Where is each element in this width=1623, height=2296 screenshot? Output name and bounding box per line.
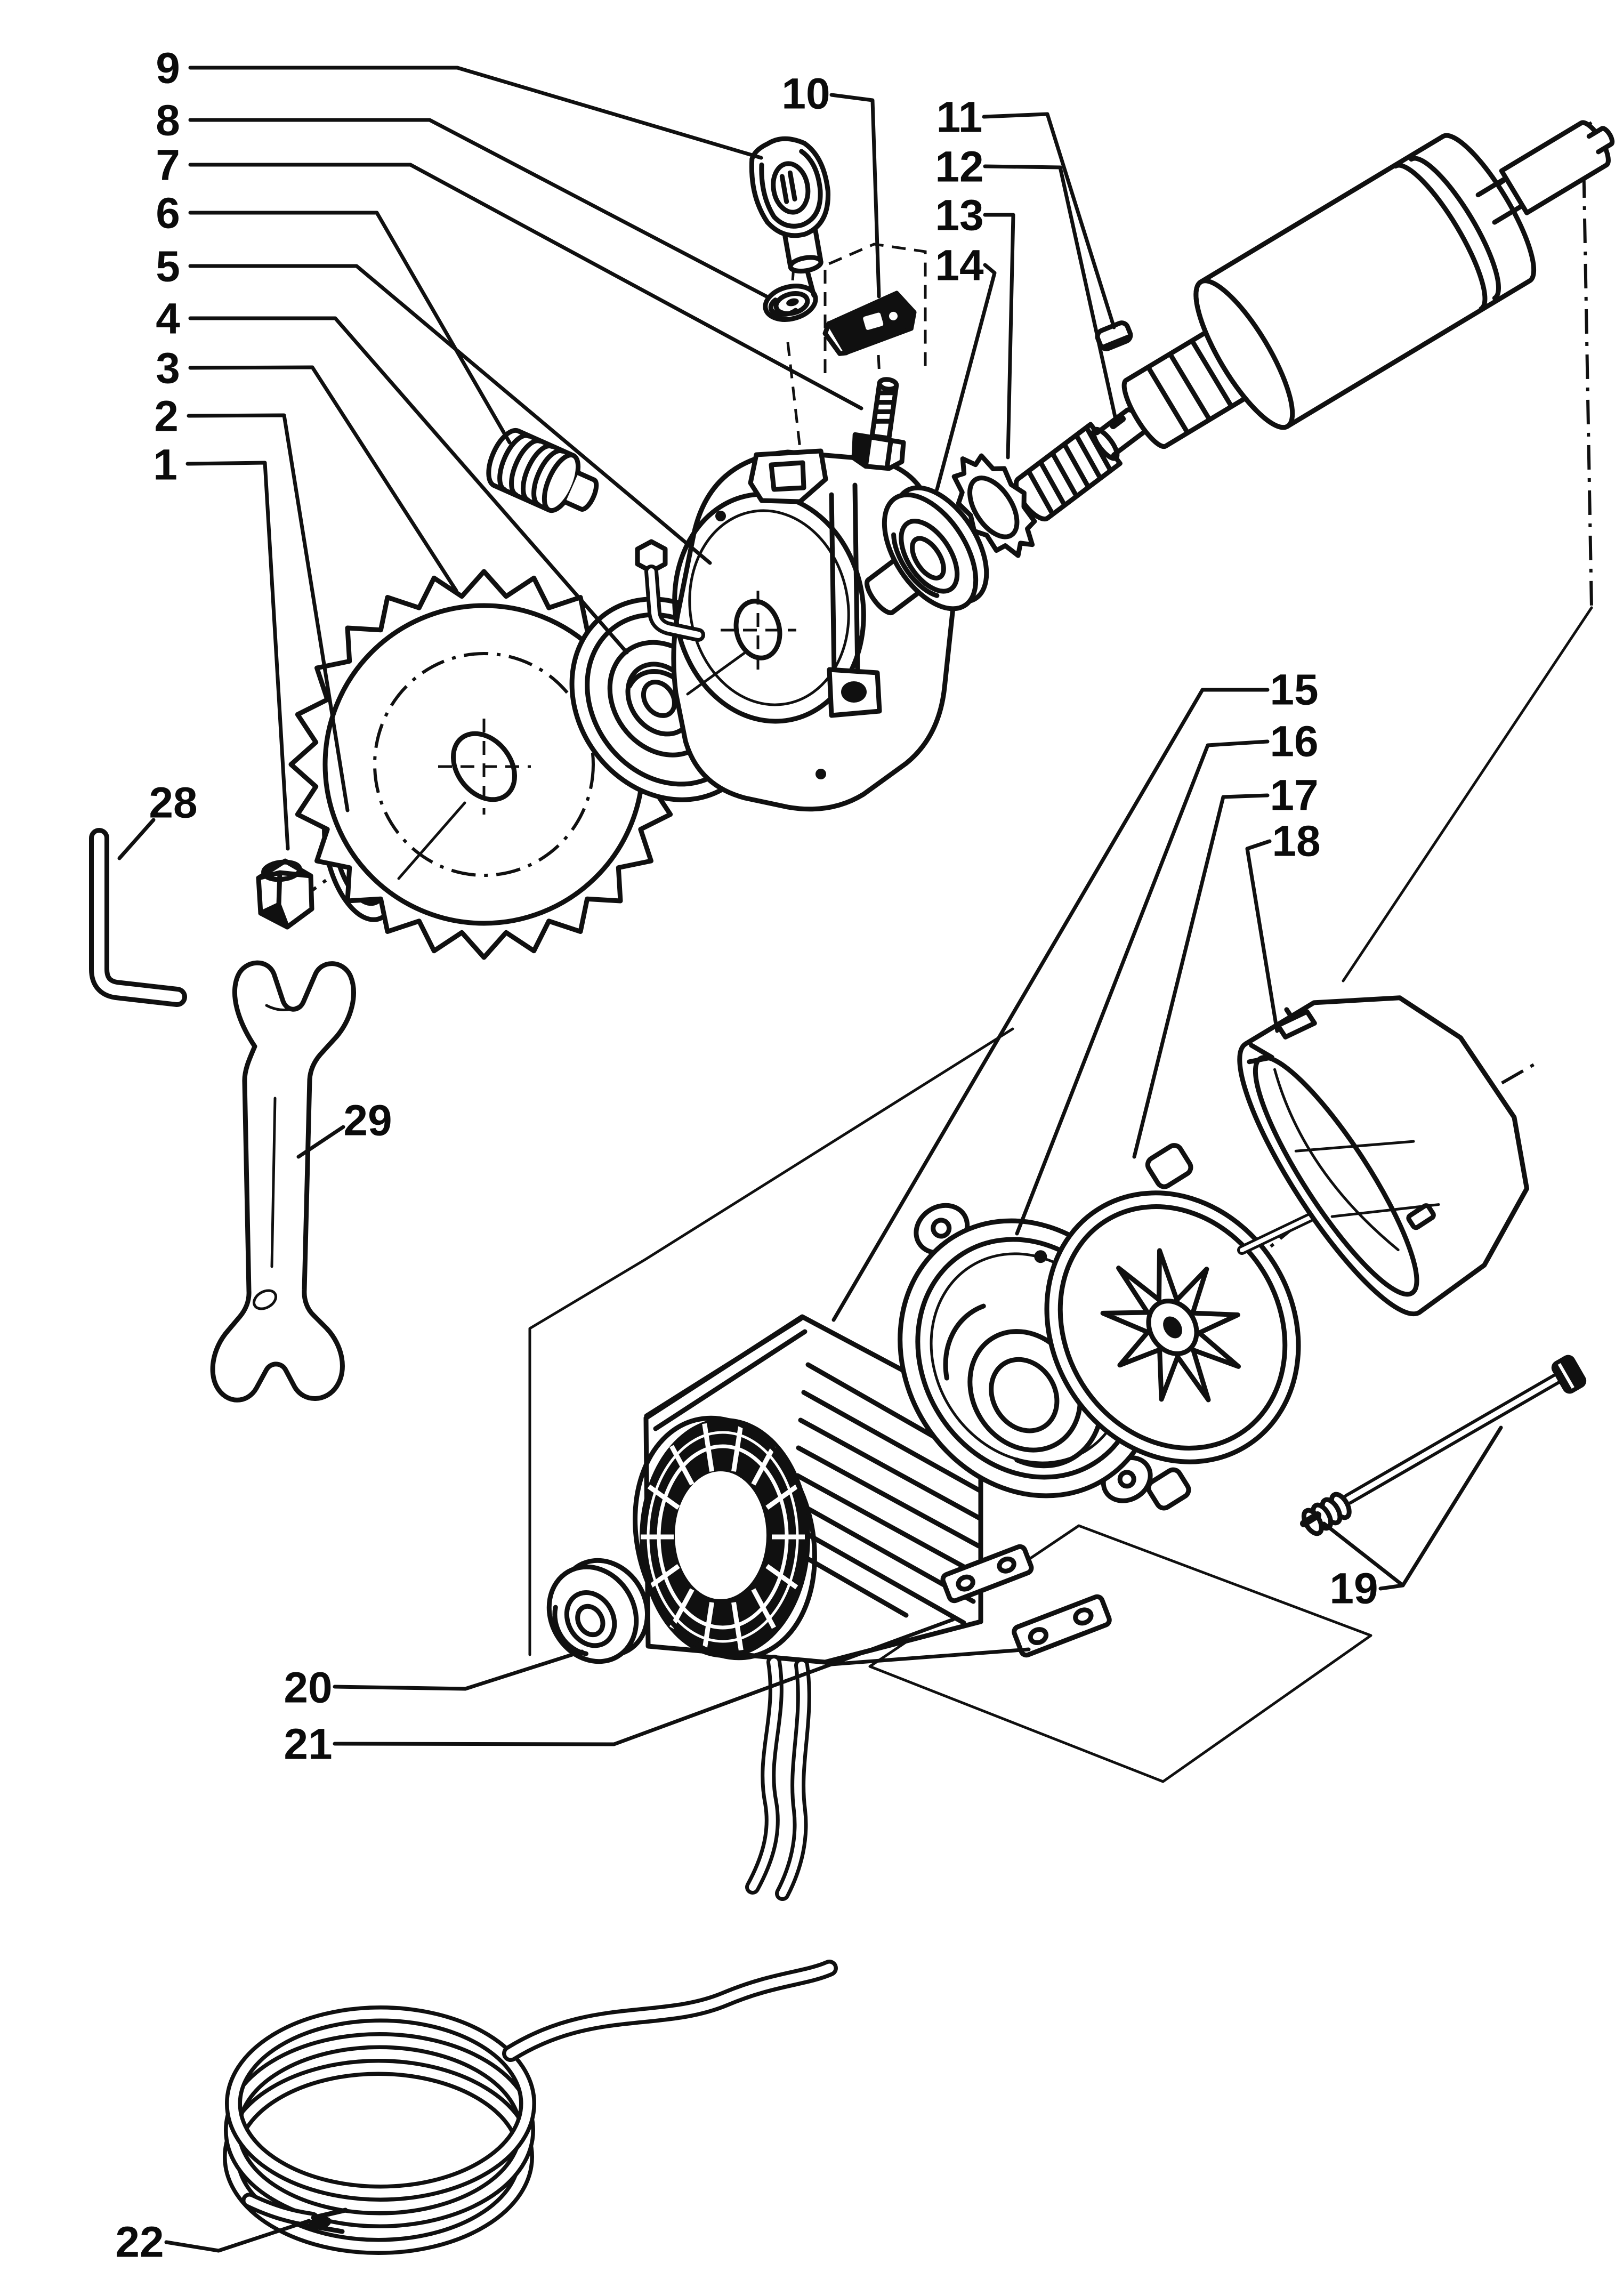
parts-layer [89, 120, 1615, 2255]
leader-spindle-lock-button [188, 66, 763, 160]
leader-power-cord [164, 2219, 311, 2253]
part-label-29: 29 [343, 1097, 392, 1145]
motor-housing-cap-drawing [1237, 995, 1530, 1317]
spindle-drawing [1013, 407, 1148, 521]
gear-housing-drawing [635, 448, 957, 812]
part-label-2: 2 [154, 392, 179, 441]
socket-screw-drawing [851, 377, 906, 471]
part-label-13: 13 [935, 191, 983, 240]
leader-brush-plates [333, 1617, 955, 1746]
leader-stator [831, 688, 1270, 1322]
leader-inner-blade-flange [187, 413, 350, 812]
leader-woodruff-key [982, 112, 1116, 329]
part-label-7: 7 [156, 141, 180, 190]
part-label-1: 1 [153, 441, 177, 489]
part-label-3: 3 [156, 344, 180, 393]
part-label-19: 19 [1329, 1565, 1378, 1613]
leader-lines [117, 66, 1503, 2253]
brush-plates-drawing [940, 1544, 1112, 1658]
threaded-plug-drawing [486, 428, 599, 513]
part-label-20: 20 [284, 1664, 332, 1712]
part-label-14: 14 [935, 241, 984, 290]
part-label-15: 15 [1270, 666, 1318, 714]
part-label-12: 12 [935, 143, 983, 191]
part-label-11: 11 [936, 93, 983, 142]
leader-open-end-wrench [296, 1125, 345, 1159]
part-label-28: 28 [149, 779, 197, 827]
leader-toothed-lock-washer [983, 213, 1015, 460]
leader-motor-bearing [333, 1649, 584, 1691]
leader-spindle-shaft [983, 164, 1118, 421]
leader-spindle-nut [185, 461, 290, 851]
ball-bearing-drawing [882, 485, 989, 611]
leader-threaded-plug [188, 211, 512, 445]
leader-slotted-washer [188, 118, 769, 299]
fan-drawing [1044, 1143, 1301, 1511]
spindle-lock-button-drawing [749, 136, 831, 298]
leader-fan [1132, 793, 1270, 1159]
motor-bearing-drawing [546, 1558, 650, 1664]
part-label-21: 21 [284, 1720, 332, 1769]
clamp-plate-drawing [822, 291, 917, 356]
leader-saw-blade [188, 365, 458, 593]
leader-bearing-plate [1015, 739, 1270, 1236]
leader-clamp-plate [829, 93, 881, 299]
open-end-wrench-drawing [210, 960, 356, 1403]
stator-drawing [633, 1314, 983, 1901]
leader-gear-housing [188, 264, 712, 565]
leader-hex-key [117, 818, 156, 860]
slotted-washer-drawing [763, 284, 818, 322]
spindle-nut-drawing [256, 858, 314, 930]
part-label-10: 10 [781, 70, 830, 118]
part-label-9: 9 [156, 44, 180, 93]
leader-outer-blade-flange [188, 316, 629, 655]
part-label-5: 5 [156, 243, 180, 291]
part-label-22: 22 [115, 2218, 164, 2267]
leader-brush-plates [829, 1647, 1031, 1666]
part-label-8: 8 [156, 96, 180, 145]
leader-ball-bearing [935, 263, 997, 492]
part-label-6: 6 [156, 189, 180, 238]
hex-key-drawing [89, 828, 187, 1007]
armature-drawing [1121, 120, 1615, 449]
leader-motor-housing-cap [1245, 839, 1279, 1033]
through-bolt-drawing [1300, 1355, 1587, 1536]
part-label-16: 16 [1270, 718, 1318, 766]
leader-through-bolt [1322, 1521, 1405, 1588]
part-label-17: 17 [1270, 771, 1318, 820]
part-label-4: 4 [156, 295, 180, 343]
part-label-18: 18 [1272, 817, 1320, 866]
leader-socket-screw [188, 163, 863, 410]
power-cord-drawing [223, 1960, 838, 2255]
